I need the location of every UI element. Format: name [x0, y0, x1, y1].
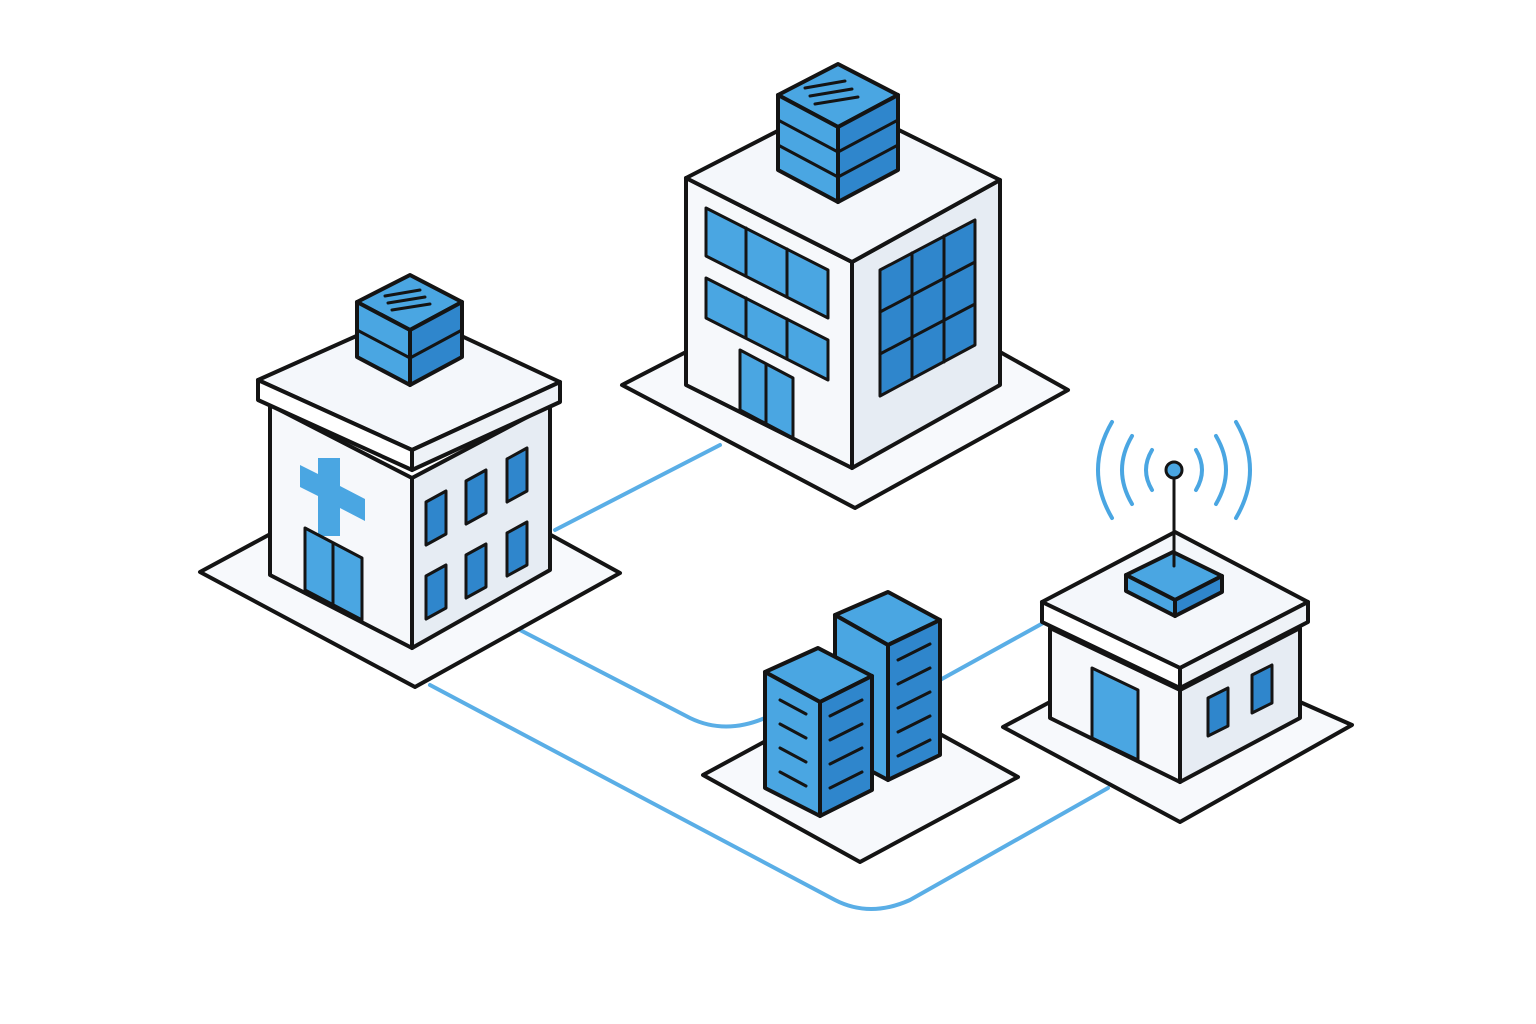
office-windows-left: [704, 206, 830, 382]
connector-office-hospital: [553, 443, 722, 532]
server-box-icon: [355, 273, 464, 387]
wireless-signal-icon: [1096, 420, 1252, 520]
connector-hospital-datacenter: [518, 628, 767, 729]
office-windows-right: [878, 218, 977, 398]
tower-windows: [1206, 663, 1274, 738]
data-center: [701, 590, 1020, 864]
connector-datacenter-tower: [938, 620, 1047, 682]
server-rack-icon: [763, 646, 874, 818]
connector-hospital-tower: [428, 683, 1110, 911]
router-box-icon: [1124, 550, 1224, 618]
hospital-roof-edge-right: [410, 380, 562, 472]
server-stack-icon: [776, 62, 900, 204]
hospital-windows: [424, 446, 529, 621]
cross-icon: [300, 458, 365, 536]
tower-door: [1090, 666, 1140, 762]
hospital-building: [198, 273, 622, 689]
office-building: [620, 62, 1070, 510]
tower-roof-edge-right: [1178, 600, 1310, 690]
connectors: [428, 443, 1110, 911]
cell-tower-building: [1001, 420, 1354, 824]
antenna-icon: [1164, 460, 1184, 568]
